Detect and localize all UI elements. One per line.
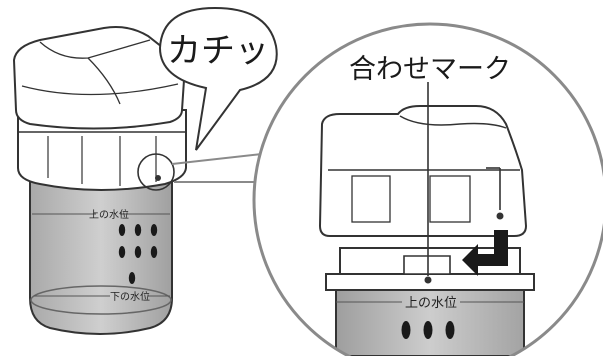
mark-highlight-circle: [137, 153, 175, 191]
water-drops: [118, 224, 158, 284]
water-tank: 上の水位 下の水位: [12, 26, 187, 335]
magnified-view: 上の水位: [252, 22, 603, 360]
alignment-mark-label: 合わせマーク: [349, 54, 511, 85]
magnify-connector-top: [171, 153, 263, 165]
tank-collar: [17, 109, 187, 191]
zoom-water-drops: [401, 321, 455, 339]
click-sound-text: カチッ: [167, 31, 269, 71]
magnifier-border: [252, 22, 603, 360]
tank-lower-water-label: 下の水位: [110, 290, 150, 303]
tank-bottom-rim: [30, 285, 172, 315]
tank-upper-water-label: 上の水位: [89, 208, 129, 221]
tank-body: [29, 177, 173, 335]
click-speech-bubble: カチッ: [158, 6, 278, 151]
rotation-arrow: [462, 230, 508, 276]
tank-lid: [12, 26, 186, 130]
zoom-upper-water-label: 上の水位: [405, 296, 457, 311]
zoom-lid: [318, 105, 528, 237]
